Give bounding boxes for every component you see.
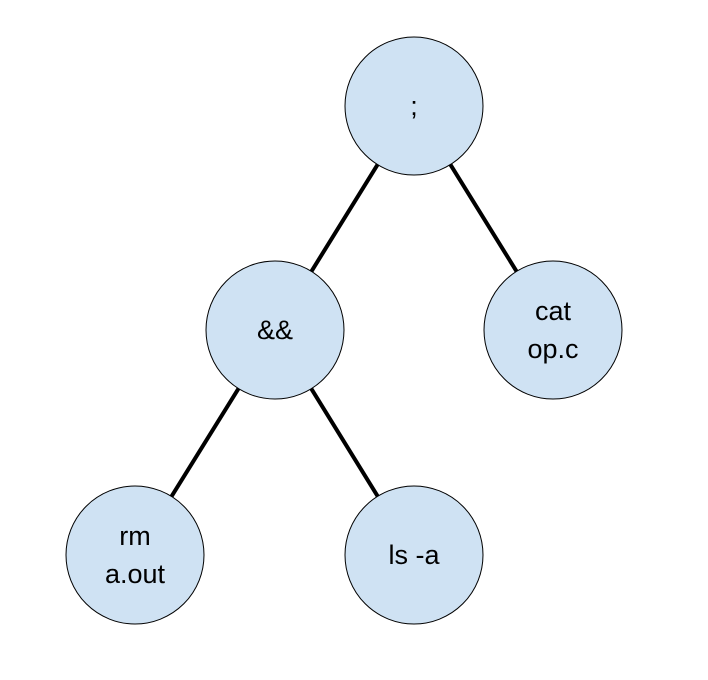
node-label-rm-a-out-line-2: a.out (105, 559, 166, 589)
node-label-cat-op-c-line-2: op.c (527, 334, 578, 364)
node-ls-a: ls -a (344, 485, 484, 625)
edge-and-and-to-ls-a (309, 386, 380, 499)
node-cat-op-c: cat op.c (483, 260, 623, 400)
node-rm-a-out: rm a.out (65, 485, 205, 625)
node-label-rm-a-out-line-1: rm (119, 521, 150, 551)
node-circle-rm-a-out (65, 485, 205, 625)
node-circle-and-and (205, 260, 345, 400)
node-label-ls-a-line-1: ls -a (388, 540, 440, 570)
node-circle-ls-a (344, 485, 484, 625)
tree-nodes: ; && cat op.c rm a.out ls -a (65, 36, 623, 625)
edge-semicolon-to-and-and (309, 162, 380, 274)
node-and-and: && (205, 260, 345, 400)
node-circle-semicolon (344, 36, 484, 176)
node-semicolon: ; (344, 36, 484, 176)
tree-edges (169, 162, 519, 499)
edge-and-and-to-rm-a-out (169, 386, 241, 499)
node-label-and-and-line-1: && (257, 315, 293, 345)
node-circle-cat-op-c (483, 260, 623, 400)
node-label-cat-op-c-line-1: cat (535, 296, 572, 326)
node-label-semicolon-line-1: ; (410, 91, 418, 121)
edge-semicolon-to-cat-op-c (448, 162, 519, 274)
